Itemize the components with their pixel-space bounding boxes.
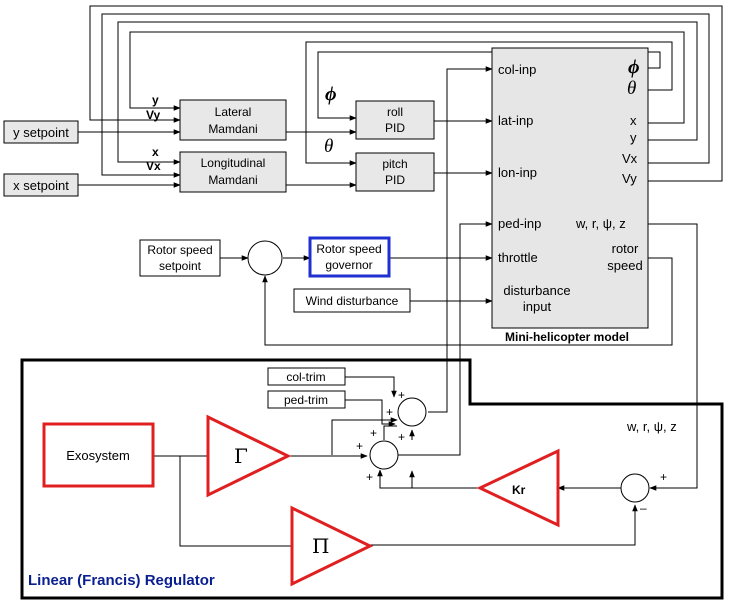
- rotor-speed-governor-block: Rotor speed governor: [308, 236, 391, 278]
- helicopter-model-block: col-inp lat-inp lon-inp ped-inp throttle…: [491, 47, 649, 344]
- output-y: y: [630, 130, 637, 145]
- output-rotor: rotor: [612, 241, 639, 256]
- svg-text:Wind disturbance: Wind disturbance: [306, 294, 399, 308]
- pi-gain: Π: [290, 505, 374, 587]
- svg-text:roll: roll: [387, 105, 403, 119]
- svg-text:Kr: Kr: [512, 483, 526, 497]
- roll-pid-block: roll PID: [355, 100, 435, 140]
- svg-text:Π: Π: [312, 534, 329, 558]
- regulator-frame: [20, 358, 724, 600]
- svg-text:ped-trim: ped-trim: [284, 393, 328, 407]
- svg-text:Lateral: Lateral: [215, 105, 252, 119]
- svg-text:governor: governor: [325, 258, 372, 272]
- sign-plus: +: [660, 470, 667, 484]
- svg-text:y setpoint: y setpoint: [13, 125, 69, 140]
- input-disturbance-l2: input: [523, 299, 552, 314]
- svg-text:Rotor speed: Rotor speed: [147, 243, 212, 257]
- exosystem-block: Exosystem: [42, 422, 155, 488]
- sign-minus: –: [640, 501, 647, 515]
- error-comparator: [620, 473, 650, 503]
- model-title: Mini-helicopter model: [505, 330, 629, 344]
- regulator-title: Linear (Francis) Regulator: [28, 572, 215, 589]
- signal-theta-label: θ: [324, 136, 333, 157]
- input-lat: lat-inp: [498, 113, 533, 128]
- sign-plus: +: [370, 426, 377, 440]
- lower-summer: [369, 440, 399, 470]
- sign-plus: +: [398, 430, 405, 444]
- output-vy: Vy: [622, 171, 637, 186]
- svg-text:PID: PID: [385, 173, 405, 187]
- input-lon: lon-inp: [498, 165, 537, 180]
- output-theta: θ: [627, 78, 636, 99]
- svg-text:pitch: pitch: [382, 157, 407, 171]
- input-disturbance-l1: disturbance: [503, 283, 570, 298]
- input-ped: ped-inp: [498, 216, 541, 231]
- input-throttle: throttle: [498, 250, 538, 265]
- svg-text:Mamdani: Mamdani: [208, 122, 257, 136]
- svg-text:Mamdani: Mamdani: [208, 173, 257, 187]
- svg-text:setpoint: setpoint: [159, 259, 202, 273]
- output-wrpsiz: w, r, ψ, z: [575, 216, 626, 231]
- rotor-speed-summer: [247, 240, 283, 276]
- output-speed: speed: [607, 258, 642, 273]
- signal-phi-label: ϕ: [325, 83, 337, 105]
- sign-plus: +: [386, 405, 393, 419]
- output-vx: Vx: [622, 151, 638, 166]
- signal-vy-label: Vy: [146, 108, 161, 122]
- signal-x-label: x: [152, 145, 159, 159]
- input-col: col-inp: [498, 62, 536, 77]
- sign-plus: +: [398, 388, 405, 402]
- svg-text:Γ: Γ: [234, 444, 248, 468]
- wind-disturbance-block: Wind disturbance: [293, 288, 411, 313]
- sign-plus: +: [366, 470, 373, 484]
- svg-text:x setpoint: x setpoint: [13, 178, 69, 193]
- longitudinal-mamdani-block: Longitudinal Mamdani: [179, 151, 287, 193]
- x-setpoint-block: x setpoint: [3, 173, 79, 197]
- svg-text:Rotor speed: Rotor speed: [316, 242, 381, 256]
- output-x: x: [630, 113, 637, 128]
- sign-plus: +: [356, 439, 363, 453]
- svg-text:Exosystem: Exosystem: [66, 448, 130, 463]
- upper-summer: [397, 397, 427, 427]
- wires: [78, 5, 723, 547]
- svg-text:PID: PID: [385, 121, 405, 135]
- y-setpoint-block: y setpoint: [3, 120, 79, 144]
- signal-vx-label: Vx: [146, 159, 161, 173]
- lateral-mamdani-block: Lateral Mamdani: [179, 99, 287, 141]
- rotor-speed-setpoint-block: Rotor speed setpoint: [139, 239, 221, 277]
- svg-text:col-trim: col-trim: [286, 370, 325, 384]
- gamma-gain: Γ: [206, 414, 292, 498]
- kr-gain: Kr: [476, 448, 560, 528]
- pitch-pid-block: pitch PID: [355, 152, 435, 192]
- svg-text:Longitudinal: Longitudinal: [201, 156, 266, 170]
- ped-trim-block: ped-trim: [267, 390, 346, 409]
- signal-y-label: y: [152, 93, 159, 107]
- output-phi: ϕ: [628, 56, 640, 78]
- col-trim-block: col-trim: [267, 367, 346, 386]
- signal-wrpsiz-label: w, r, ψ, z: [626, 419, 677, 434]
